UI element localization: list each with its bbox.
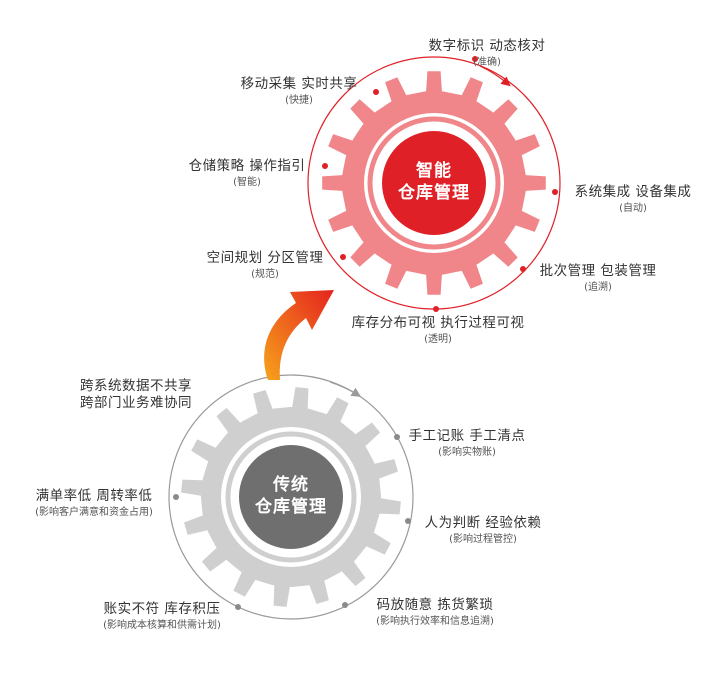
dot [340, 254, 346, 260]
smart-label-intelligent: 仓储策略 操作指引 (智能) [172, 158, 322, 189]
smart-label-standard: 空间规划 分区管理 (规范) [190, 250, 340, 281]
label-line2: 跨部门业务难协同 [80, 395, 192, 411]
label-line1: 跨系统数据不共享 [80, 378, 192, 394]
smart-orbit-arrow [479, 65, 511, 87]
traditional-label-inventory: 账实不符 库存积压 (影响成本核算和供需计划) [82, 601, 242, 632]
smart-label-accurate: 数字标识 动态核对 (准确) [412, 38, 562, 69]
smart-label-automatic: 系统集成 设备集成 (自动) [558, 184, 708, 215]
traditional-label-picking: 码放随意 拣货繁琐 (影响执行效率和信息追溯) [350, 597, 520, 628]
smart-inner-ring [367, 116, 501, 250]
label-sub: (智能) [233, 177, 261, 188]
smart-title-line1: 智能 [416, 161, 452, 181]
traditional-label-manual: 手工记账 手工清点 (影响实物账) [392, 428, 542, 459]
smart-label-fast: 移动采集 实时共享 (快捷) [224, 76, 374, 107]
smart-label-transparent: 库存分布可视 执行过程可视 (透明) [328, 315, 548, 346]
traditional-dots [173, 434, 411, 610]
dot [405, 518, 411, 524]
dot [394, 434, 400, 440]
dot [235, 604, 241, 610]
label-sub: (影响实物账) [438, 447, 496, 458]
traditional-label-judgement: 人为判断 经验依赖 (影响过程管控) [408, 515, 558, 546]
dot [552, 189, 558, 195]
traditional-orbit-arrow [329, 381, 362, 397]
label-sub: (影响成本核算和供需计划) [103, 620, 221, 631]
label-main: 满单率低 周转率低 [35, 488, 153, 504]
traditional-inner-ring [225, 431, 357, 563]
smart-gear [307, 56, 561, 310]
smart-label-trace: 批次管理 包装管理 (追溯) [523, 263, 673, 294]
smart-dots [322, 56, 558, 312]
label-main: 账实不符 库存积压 [103, 601, 221, 617]
dot [472, 56, 478, 62]
traditional-title-line1: 传统 [273, 475, 309, 495]
label-main: 移动采集 实时共享 [240, 76, 358, 92]
label-main: 数字标识 动态核对 [428, 38, 546, 54]
label-sub: (透明) [424, 334, 452, 345]
label-sub: (快捷) [285, 95, 313, 106]
label-sub: (自动) [619, 203, 647, 214]
traditional-title: 传统 仓库管理 [241, 474, 341, 518]
label-main: 系统集成 设备集成 [574, 184, 692, 200]
label-main: 批次管理 包装管理 [539, 263, 657, 279]
label-sub: (影响客户满意和资金占用) [35, 507, 153, 518]
smart-title: 智能 仓库管理 [384, 160, 484, 204]
traditional-label-silo: 跨系统数据不共享 跨部门业务难协同 [80, 378, 240, 412]
label-sub: (追溯) [584, 282, 612, 293]
dot [342, 602, 348, 608]
label-main: 空间规划 分区管理 [206, 250, 324, 266]
traditional-title-line2: 仓库管理 [255, 497, 327, 517]
dot [520, 266, 526, 272]
label-sub: (规范) [251, 269, 279, 280]
label-main: 手工记账 手工清点 [408, 428, 526, 444]
label-sub: (影响执行效率和信息追溯) [376, 616, 494, 627]
dot [322, 163, 328, 169]
traditional-orbit-ring [168, 374, 414, 620]
label-sub: (影响过程管控) [449, 534, 517, 545]
label-main: 码放随意 拣货繁琐 [376, 597, 494, 613]
traditional-gear [168, 374, 414, 620]
label-sub: (准确) [473, 57, 501, 68]
dot [173, 494, 179, 500]
transition-arrow [264, 290, 334, 380]
label-main: 仓储策略 操作指引 [188, 158, 306, 174]
label-main: 库存分布可视 执行过程可视 [351, 315, 525, 331]
smart-core [382, 131, 486, 235]
traditional-core [239, 445, 343, 549]
smart-title-line2: 仓库管理 [398, 183, 470, 203]
dot [433, 306, 439, 312]
dot [373, 89, 379, 95]
traditional-label-turnover: 满单率低 周转率低 (影响客户满意和资金占用) [14, 488, 174, 519]
label-main: 人为判断 经验依赖 [424, 515, 542, 531]
